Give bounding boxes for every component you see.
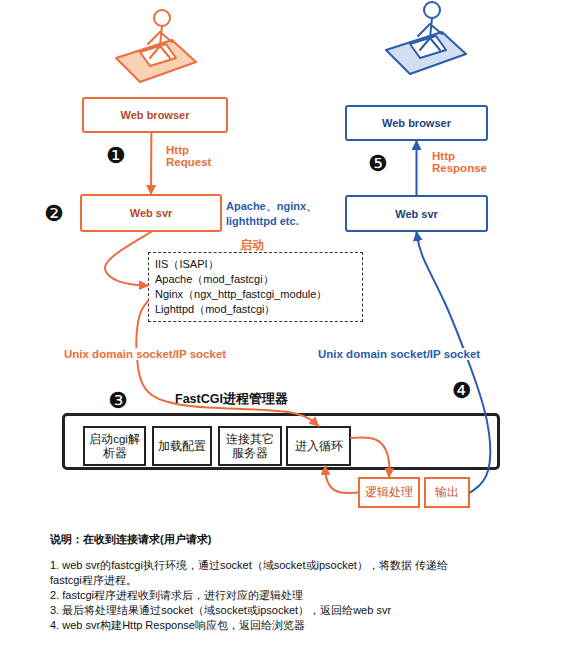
desk-sketch (386, 32, 466, 74)
manager-box: FastCGI进程管理器启动cgi解析器加载配置连接其它服务器进入循环 (62, 413, 500, 470)
node-text: 输出 (435, 484, 459, 501)
browser-box: Web browser (82, 97, 228, 133)
process-box: 逻辑处理 (358, 477, 420, 508)
body-sketch (418, 18, 442, 50)
body-sketch (148, 26, 172, 58)
note-heading: 说明：在收到连接请求(用户请求) (50, 532, 211, 547)
flow-arrow (325, 466, 358, 493)
browser-box: Web browser (345, 105, 488, 141)
edge-label: Unix domain socket/IP socket (318, 348, 480, 360)
node-text: 启动cgi解析器 (88, 432, 141, 460)
node-text: Apache（mod_fastcgi） (155, 272, 274, 287)
note-text: 2. fastcgi程序进程收到请求后，进行对应的逻辑处理 (50, 588, 530, 603)
node-text: Lighttpd（mod_fastcgi） (155, 302, 275, 317)
flow-arrow (105, 232, 151, 286)
process-box: 输出 (424, 477, 470, 508)
node-text: IIS（ISAPI） (155, 257, 219, 272)
node-text: 加载配置 (158, 439, 206, 453)
server-box: Web svr (80, 194, 222, 232)
step-box: 连接其它服务器 (218, 426, 282, 466)
user-illustration (386, 2, 466, 74)
note-text: 3. 最后将处理结果通过socket（域socket或ipsocket），返回给… (50, 603, 530, 618)
callout-number: ❷ (44, 203, 64, 225)
node-text: 连接其它服务器 (223, 432, 277, 460)
head-sketch (154, 10, 170, 26)
desk-sketch (116, 40, 196, 82)
server-examples: Apache、nginx、 lighthttpd etc. (226, 199, 331, 229)
flow-arrow (137, 301, 319, 426)
flow-arrow (416, 141, 418, 195)
callout-number: ❶ (106, 145, 126, 167)
callout-number: ❺ (368, 153, 388, 175)
step-box: 进入循环 (286, 426, 351, 466)
node-text: Web svr (130, 207, 173, 219)
step-box: 启动cgi解析器 (83, 426, 146, 466)
node-text: Nginx（ngx_http_fastcgi_module） (155, 287, 327, 302)
module-list-box: IIS（ISAPI）Apache（mod_fastcgi）Nginx（ngx_h… (148, 252, 363, 322)
user-illustration (116, 10, 196, 82)
edge-label: Unix domain socket/IP socket (64, 348, 226, 360)
node-text: FastCGI进程管理器 (175, 391, 288, 408)
flow-arrow (150, 133, 152, 194)
node-text: Web svr (395, 208, 438, 220)
node-text: Web browser (382, 117, 451, 129)
node-text: 逻辑处理 (365, 484, 413, 501)
edge-label: Http Response (432, 150, 494, 174)
callout-number: ❸ (108, 390, 128, 412)
step-box: 加载配置 (152, 426, 212, 466)
start-label: 启动 (240, 238, 264, 253)
node-text: 进入循环 (295, 439, 343, 453)
server-box: Web svr (345, 195, 488, 232)
note-text: 1. web svr的fastcgi执行环境，通过socket（域socket或… (50, 558, 475, 588)
note-text: 4. web svr构建Http Response响应包，返回给浏览器 (50, 618, 530, 633)
node-text: Web browser (121, 109, 190, 121)
callout-number: ❹ (452, 380, 472, 402)
edge-label: Http Request (166, 144, 226, 168)
head-sketch (424, 2, 440, 18)
